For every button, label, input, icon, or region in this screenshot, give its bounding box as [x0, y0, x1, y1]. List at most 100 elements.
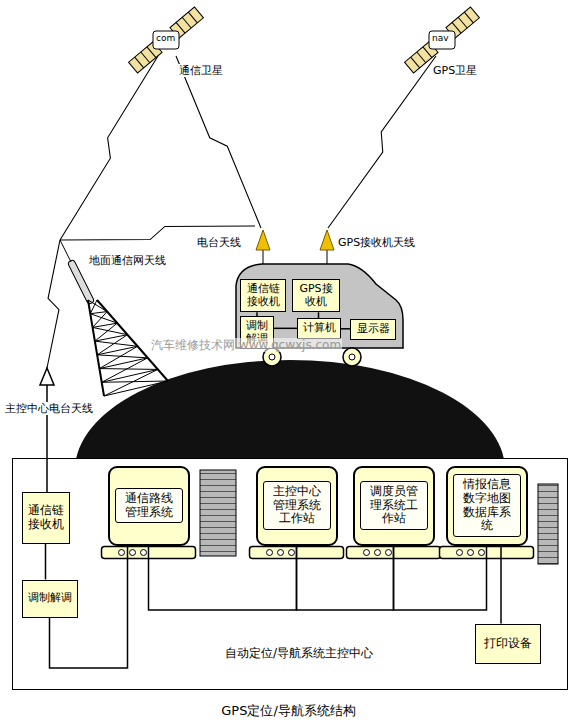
drawing-line — [417, 52, 426, 63]
drawing-line — [188, 12, 197, 23]
receiver-box: 通信链接收机 — [22, 492, 70, 544]
drawing-line — [97, 346, 137, 355]
box-label: 调制解调 — [28, 592, 72, 605]
drawing-circle — [386, 550, 392, 556]
signal-line — [274, 328, 297, 330]
drawing-line — [72, 264, 90, 300]
workstation-monitor: 情报信息数字地图数据库系统 — [446, 466, 528, 546]
vehicle-unit-box: GPS接收机 — [292, 279, 340, 312]
drawing-line — [104, 369, 158, 396]
box-label: 通信链接收机 — [243, 283, 283, 308]
caption: GPS定位/导航系统结构 — [0, 702, 577, 720]
drawing-circle — [119, 550, 125, 556]
drawing-line — [88, 300, 104, 396]
box-label: 显示器 — [357, 323, 390, 336]
printer-box: 打印设备 — [475, 624, 541, 664]
drawing-line — [263, 250, 264, 264]
drawing-line — [90, 300, 97, 314]
drawing-path — [236, 264, 403, 348]
drawing-line — [104, 381, 168, 396]
drawing-circle — [267, 550, 273, 556]
drawing-circle — [289, 550, 295, 556]
drawing-line — [99, 358, 147, 369]
radio-link — [328, 56, 436, 228]
drawing-rect — [200, 470, 236, 556]
drawing-line — [135, 57, 144, 68]
drawing-line — [327, 250, 328, 264]
signal-line — [45, 544, 47, 580]
drawing-line — [90, 312, 107, 314]
part-label: 电台天线 — [196, 236, 242, 249]
box-label: 主控中心管理系统工作站 — [263, 481, 331, 530]
part-label: nav — [431, 33, 450, 44]
drawing-line — [88, 300, 107, 312]
part-label: 通信卫星 — [178, 64, 224, 77]
drawing-line — [72, 264, 90, 300]
frame-heading: 自动定位/导航系统主控中心 — [225, 647, 373, 661]
hill — [75, 360, 505, 458]
radio-links — [47, 56, 436, 368]
drawing-circle — [468, 550, 474, 556]
drawing-line — [458, 17, 467, 28]
part-label: com — [155, 33, 176, 44]
workstation-monitor: 通信路线管理系统 — [108, 466, 190, 546]
drawing-circle — [349, 354, 355, 360]
control-center-frame: 自动定位/导航系统主控中心 通信链接收机 通信路线管理系统 主控中心管理系统工作站调度… — [12, 458, 568, 690]
drawing-line — [182, 17, 191, 28]
radio-link — [176, 56, 261, 228]
box-label: 调度员管理系统工作站 — [360, 481, 428, 530]
box-label: 计算机 — [303, 322, 336, 335]
drawing-polygon — [40, 368, 54, 385]
watermark: 汽车维修技术网 www.qcwxjs.com — [150, 338, 342, 352]
radio-link — [60, 56, 158, 240]
drawing-rect — [538, 484, 558, 564]
vehicle-unit-box: 通信链接收机 — [240, 279, 286, 312]
workstation-monitor: 调度员管理系统工作站 — [353, 466, 435, 546]
signal-line — [394, 546, 487, 611]
part-label: 地面通信网天线 — [88, 254, 167, 267]
box-label: 通信链接收机 — [25, 504, 67, 532]
drawing-line — [102, 358, 148, 382]
box-label: 通信路线管理系统 — [115, 488, 183, 524]
signal-line — [149, 546, 297, 611]
signal-line — [297, 546, 394, 611]
drawing-circle — [364, 550, 370, 556]
drawing-rect — [153, 31, 179, 49]
workstation-monitor: 主控中心管理系统工作站 — [256, 466, 338, 546]
monitor-bases — [102, 547, 534, 559]
drawing-circle — [130, 550, 136, 556]
part-label: GPS卫星 — [432, 64, 478, 77]
drawing-polygon — [256, 230, 270, 250]
modem-box: 调制解调 — [22, 580, 78, 618]
drawing-circle — [343, 348, 361, 366]
drawing-line — [99, 346, 137, 368]
signal-line — [500, 546, 502, 624]
drawing-line — [93, 323, 118, 327]
drawing-circle — [375, 550, 381, 556]
center-antenna — [40, 368, 54, 492]
part-label: GPS接收机天线 — [337, 236, 416, 249]
drawing-circle — [278, 550, 284, 556]
drawing-line — [464, 12, 473, 23]
drawing-polygon — [320, 230, 334, 250]
drawing-circle — [269, 354, 275, 360]
box-label: GPS接收机 — [295, 283, 337, 308]
drawing-rect — [429, 31, 455, 49]
drawing-line — [102, 369, 158, 382]
vehicle-unit-box: 计算机 — [297, 318, 341, 339]
radio-link — [47, 240, 60, 368]
box-label: 情报信息数字地图数据库系统 — [453, 474, 521, 537]
vehicle-unit-box: 显示器 — [350, 319, 396, 340]
drawing-line — [141, 52, 150, 63]
box-label: 打印设备 — [484, 637, 532, 651]
drawing-line — [411, 57, 420, 68]
server-towers — [200, 470, 558, 564]
drawing-circle — [479, 550, 485, 556]
ground-tower — [72, 264, 168, 396]
signal-line — [341, 328, 350, 330]
drawing-circle — [457, 550, 463, 556]
part-label: 主控中心电台天线 — [4, 402, 94, 415]
